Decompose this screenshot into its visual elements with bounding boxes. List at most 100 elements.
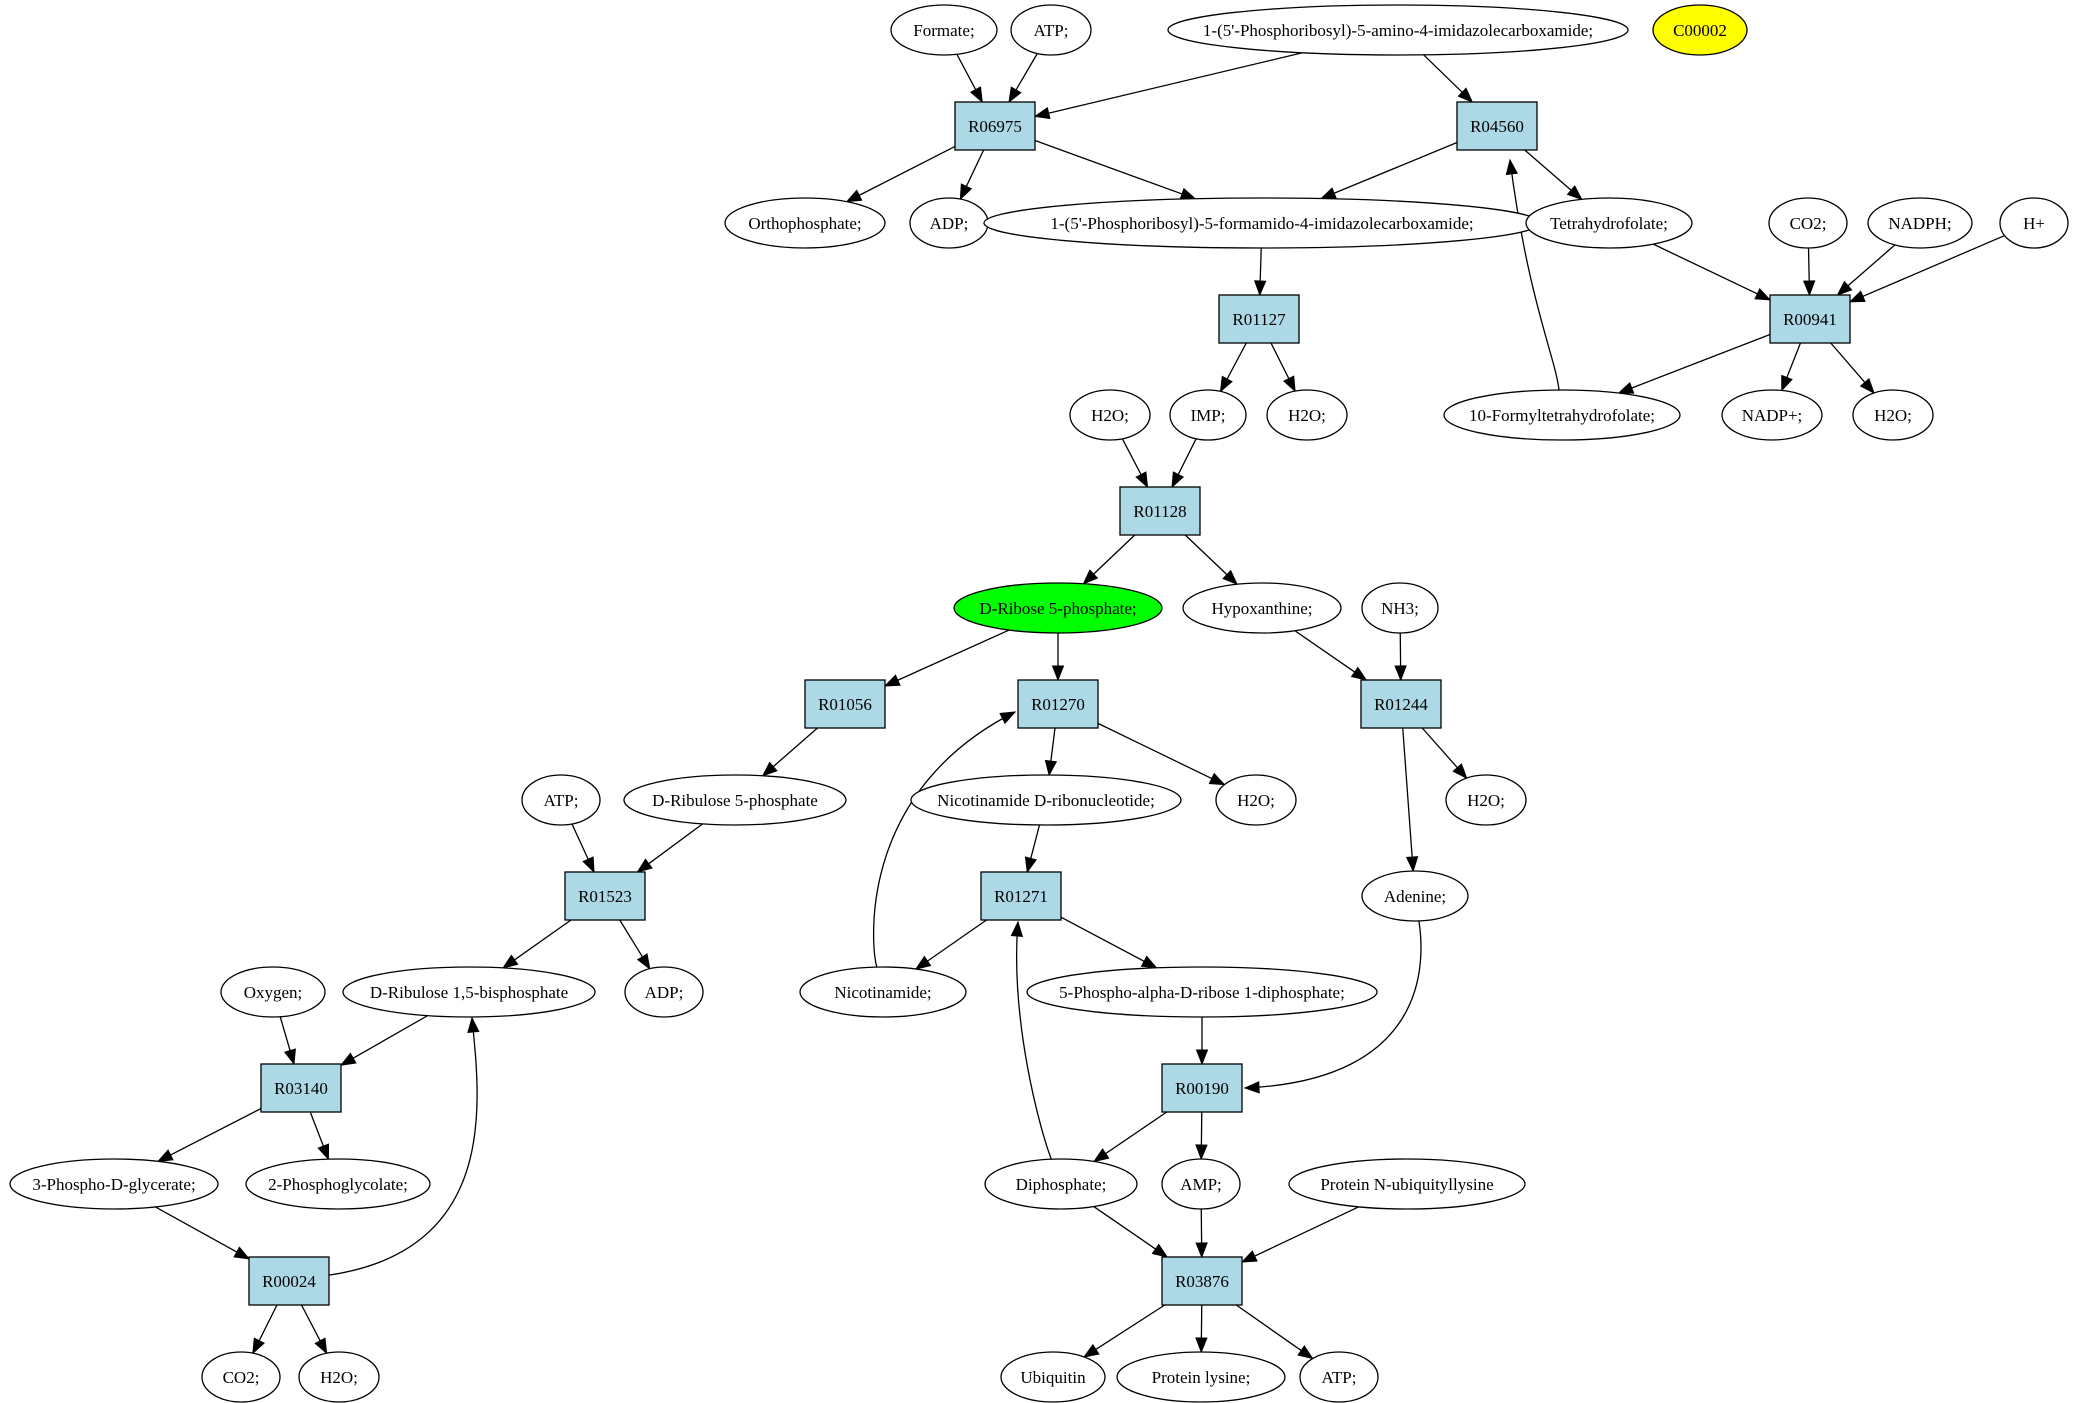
edge-r_R00941-to-c_h2o_c-line: [1830, 342, 1868, 386]
compound-node-10fthf-ellipse: [1443, 389, 1681, 441]
edge-c_nh3-to-r_R01244-arrowhead: [1394, 665, 1407, 682]
edge-c_r5p-to-r_R01056: [883, 629, 1010, 687]
edge-r_R00024-to-c_rubp: [328, 1016, 480, 1276]
compound-node-2pgly[interactable]: 2-Phosphoglycolate;: [245, 1158, 431, 1210]
edge-r_R00024-to-c_co2_2-arrowhead: [252, 1337, 265, 1355]
reaction-node-r03140[interactable]: R03140: [260, 1063, 342, 1113]
compound-node-h2o_a-ellipse: [1069, 389, 1151, 441]
compound-node-prpp[interactable]: 5-Phospho-alpha-D-ribose 1-diphosphate;: [1026, 966, 1378, 1018]
compound-node-10fthf[interactable]: 10-Formyltetrahydrofolate;: [1443, 389, 1681, 441]
reaction-node-r00024[interactable]: R00024: [248, 1256, 330, 1306]
edge-r_R00941-to-c_nadp-line: [1784, 342, 1802, 382]
compound-node-h2o_c[interactable]: H2O;: [1852, 389, 1934, 441]
edge-r_R01056-to-c_ru5p-arrowhead: [761, 761, 778, 777]
compound-node-faicar[interactable]: 1-(5'-Phosphoribosyl)-5-formamido-4-imid…: [983, 197, 1541, 249]
edge-c_r5p-to-r_R01056-line: [893, 629, 1010, 683]
edge-r_R04560-to-c_faicar-line: [1330, 141, 1458, 196]
edge-c_atp2-to-r_R01523-arrowhead: [582, 856, 595, 874]
compound-node-ubiquitin[interactable]: Ubiquitin: [1000, 1351, 1106, 1403]
edge-c_10fthf-to-r_R04560: [1505, 158, 1560, 391]
compound-node-ubiquitin-ellipse: [1000, 1351, 1106, 1403]
nodes-layer: Formate; ATP; 1-(5'-Phosphoribosyl)-5-amin…: [9, 4, 2069, 1403]
compound-node-atp3[interactable]: ATP;: [1299, 1351, 1379, 1403]
edge-r_R01244-to-c_h2o_e-line: [1421, 727, 1461, 772]
compound-node-h2o_e[interactable]: H2O;: [1445, 774, 1527, 826]
compound-node-atp2[interactable]: ATP;: [521, 774, 601, 826]
compound-node-nadph[interactable]: NADPH;: [1867, 197, 1973, 249]
compound-node-h2o_f-ellipse: [298, 1351, 380, 1403]
reaction-node-r00941[interactable]: R00941: [1769, 294, 1851, 344]
edge-c_hypoxanthine-to-r_R01244-line: [1294, 630, 1359, 675]
compound-node-h2o_d[interactable]: H2O;: [1215, 774, 1297, 826]
compound-node-adp2-ellipse: [624, 966, 704, 1018]
compound-node-amp[interactable]: AMP;: [1161, 1158, 1241, 1210]
reaction-node-r01271[interactable]: R01271: [980, 871, 1062, 921]
compound-node-diphosphate[interactable]: Diphosphate;: [984, 1158, 1138, 1210]
reaction-node-r00190[interactable]: R00190: [1161, 1063, 1243, 1113]
compound-node-adenine[interactable]: Adenine;: [1361, 870, 1469, 922]
compound-node-orthophosphate[interactable]: Orthophosphate;: [724, 197, 886, 249]
compound-node-nmn[interactable]: Nicotinamide D-ribonucleotide;: [910, 774, 1182, 826]
compound-node-formate-label: Formate;: [913, 21, 974, 40]
edge-c_rubp-to-r_R03140-arrowhead: [339, 1052, 357, 1066]
compound-node-h2o_b-ellipse: [1266, 389, 1348, 441]
edge-r_R01270-to-c_nmn-line: [1049, 727, 1056, 766]
reaction-node-r04560-label: R04560: [1470, 117, 1524, 136]
edge-r_R01523-to-c_rubp: [501, 919, 572, 969]
compound-node-rubp[interactable]: D-Ribulose 1,5-bisphosphate: [342, 966, 596, 1018]
edge-c_h2o_a-to-r_R01128-arrowhead: [1135, 471, 1149, 489]
edge-c_aicar-to-r_R06975-line: [1044, 52, 1303, 115]
compound-node-nadph-ellipse: [1867, 197, 1973, 249]
compound-node-co2_1[interactable]: CO2;: [1768, 197, 1848, 249]
compound-node-prpp-ellipse: [1026, 966, 1378, 1018]
compound-node-r5p[interactable]: D-Ribose 5-phosphate;: [953, 582, 1163, 634]
reaction-node-r04560[interactable]: R04560: [1456, 101, 1538, 151]
compound-node-ru5p-ellipse: [623, 774, 847, 826]
compound-node-thf[interactable]: Tetrahydrofolate;: [1525, 197, 1693, 249]
edge-r_R03876-to-c_ubiquitin-arrowhead: [1082, 1343, 1100, 1358]
edge-c_aicar-to-r_R04560: [1423, 54, 1474, 103]
compound-node-aicar[interactable]: 1-(5'-Phosphoribosyl)-5-amino-4-imidazol…: [1167, 4, 1629, 56]
compound-node-h2o_c-label: H2O;: [1874, 406, 1912, 425]
reaction-node-r06975[interactable]: R06975: [954, 101, 1036, 151]
compound-node-oxygen[interactable]: Oxygen;: [220, 966, 326, 1018]
compound-node-imp[interactable]: IMP;: [1169, 389, 1247, 441]
reaction-node-r01271-box: [980, 871, 1062, 921]
compound-node-ru5p[interactable]: D-Ribulose 5-phosphate: [623, 774, 847, 826]
edge-r_R00024-to-c_co2_2-line: [256, 1304, 278, 1345]
compound-node-c00002[interactable]: C00002: [1652, 4, 1748, 56]
edge-r_R01271-to-c_nicotinamide-arrowhead: [914, 955, 932, 970]
compound-node-h2o_b[interactable]: H2O;: [1266, 389, 1348, 441]
compound-node-amp-label: AMP;: [1180, 1175, 1222, 1194]
compound-node-hypoxanthine[interactable]: Hypoxanthine;: [1182, 582, 1342, 634]
reaction-node-r01127[interactable]: R01127: [1218, 294, 1300, 344]
compound-node-protubk[interactable]: Protein N-ubiquityllysine: [1288, 1158, 1526, 1210]
edge-c_ru5p-to-r_R01523-arrowhead: [636, 858, 653, 873]
reaction-node-r01523[interactable]: R01523: [564, 871, 646, 921]
reaction-node-r01270[interactable]: R01270: [1017, 679, 1099, 729]
edge-r_R01127-to-c_h2o_b-line: [1270, 342, 1292, 383]
reaction-node-r00024-label: R00024: [262, 1272, 316, 1291]
compound-node-3pg[interactable]: 3-Phospho-D-glycerate;: [9, 1158, 219, 1210]
edge-c_nadph-to-r_R00941: [1836, 244, 1896, 296]
reaction-node-r01128[interactable]: R01128: [1119, 486, 1201, 536]
edge-c_adenine-to-r_R00190-line: [1244, 920, 1422, 1089]
compound-node-h2o_a[interactable]: H2O;: [1069, 389, 1151, 441]
compound-node-nadp[interactable]: NADP+;: [1721, 389, 1823, 441]
reaction-node-r01244[interactable]: R01244: [1360, 679, 1442, 729]
edge-c_r5p-to-r_R01270-arrowhead: [1051, 665, 1065, 682]
compound-node-nicotinamide[interactable]: Nicotinamide;: [799, 966, 967, 1018]
compound-node-formate[interactable]: Formate;: [890, 4, 998, 56]
compound-node-adp2[interactable]: ADP;: [624, 966, 704, 1018]
compound-node-co2_2[interactable]: CO2;: [201, 1351, 281, 1403]
compound-node-nh3[interactable]: NH3;: [1361, 582, 1439, 634]
reaction-node-r03876[interactable]: R03876: [1161, 1256, 1243, 1306]
edges-layer: [155, 52, 2005, 1360]
compound-node-protlys[interactable]: Protein lysine;: [1116, 1351, 1286, 1403]
compound-node-atp1[interactable]: ATP;: [1010, 4, 1092, 56]
edge-c_ru5p-to-r_R01523: [636, 823, 704, 873]
compound-node-adp1[interactable]: ADP;: [909, 197, 989, 249]
compound-node-h2o_f[interactable]: H2O;: [298, 1351, 380, 1403]
reaction-node-r01056[interactable]: R01056: [804, 679, 886, 729]
compound-node-hplus[interactable]: H+: [1999, 197, 2069, 249]
